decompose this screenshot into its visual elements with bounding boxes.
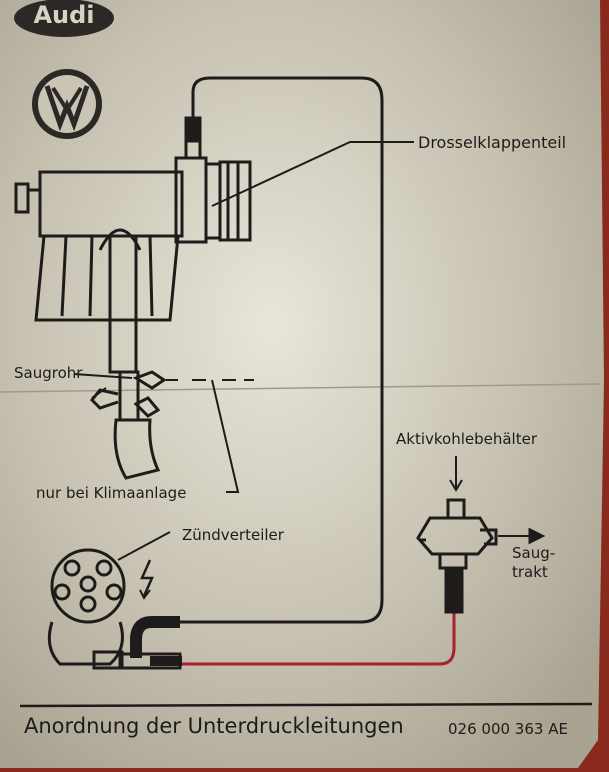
leader-lines bbox=[73, 141, 463, 561]
label-charcoal-canister: Aktivkohlebehälter bbox=[396, 430, 537, 448]
vw-logo-icon bbox=[32, 69, 102, 139]
footer-title: Anordnung der Unterdruckleitungen bbox=[24, 714, 404, 738]
distributor-hoses bbox=[118, 610, 456, 670]
audi-logo-text: Audi bbox=[33, 1, 95, 29]
label-distributor: Zündverteiler bbox=[182, 526, 284, 544]
label-throttle-body: Drosselklappenteil bbox=[418, 133, 567, 152]
label-ac-only: nur bei Klimaanlage bbox=[36, 484, 187, 502]
label-intake-manifold: Saugrohr bbox=[14, 364, 83, 382]
distributor-drawing bbox=[47, 548, 154, 670]
charcoal-canister-drawing bbox=[416, 498, 546, 614]
audi-logo bbox=[14, 0, 114, 37]
throttle-hose bbox=[180, 76, 384, 624]
part-number: 026 000 363 AE bbox=[448, 720, 568, 738]
intake-manifold-drawing bbox=[14, 156, 252, 480]
label-intake-tract: Saug- trakt bbox=[512, 544, 556, 581]
footer-rule bbox=[19, 702, 593, 708]
